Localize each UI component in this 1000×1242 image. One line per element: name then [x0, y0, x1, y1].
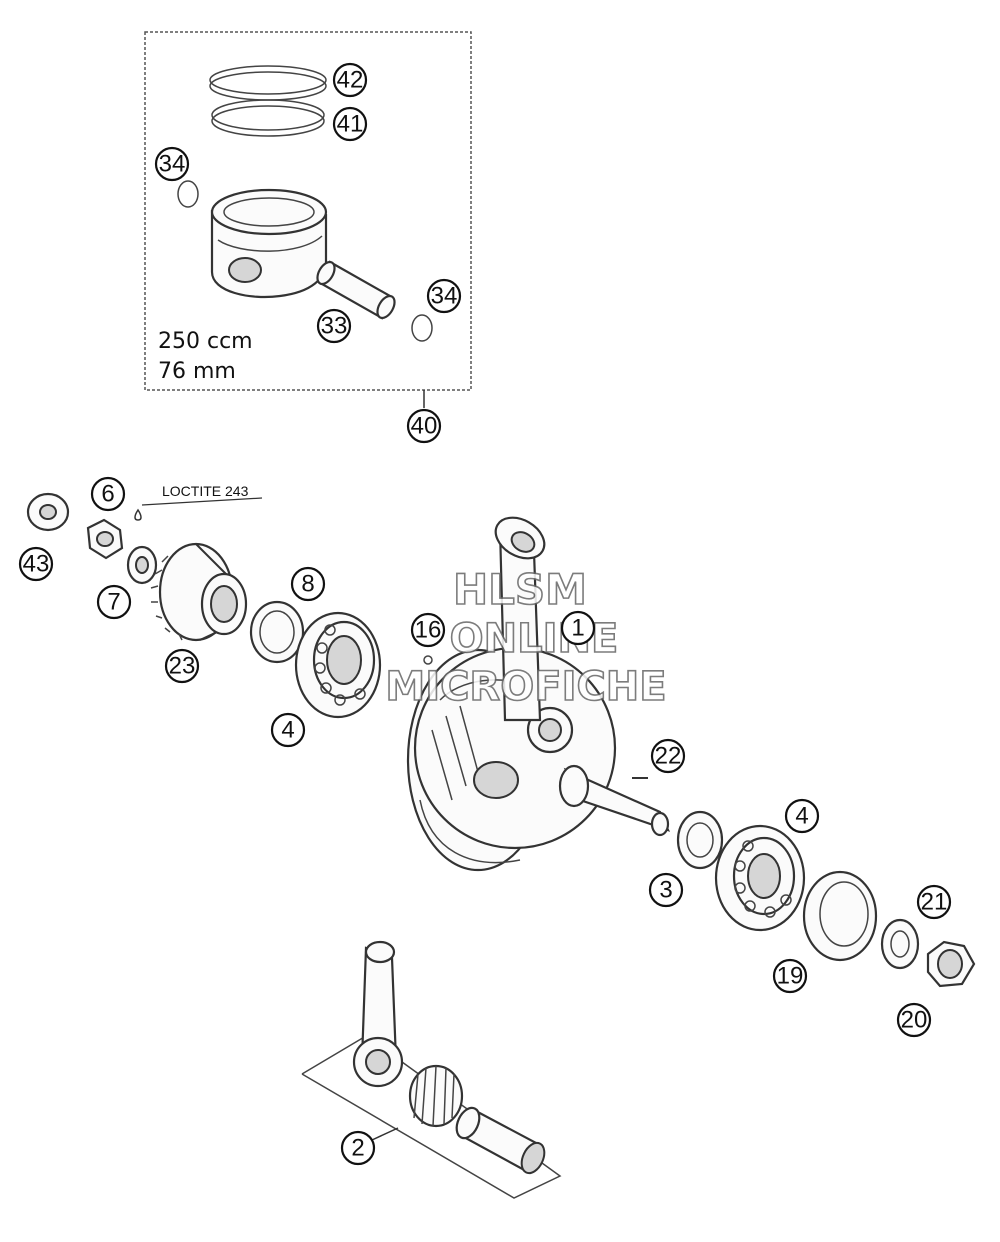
callout-42: 42 — [332, 62, 368, 98]
svg-text:21: 21 — [921, 889, 948, 916]
connecting-rod — [352, 940, 404, 1088]
svg-text:33: 33 — [321, 313, 348, 340]
callout-6: 6 — [90, 476, 126, 512]
callout-1: 1 — [560, 610, 596, 646]
lock-washer — [126, 545, 158, 585]
piston-pin — [316, 260, 396, 320]
svg-text:20: 20 — [901, 1007, 928, 1034]
callout-2: 2 — [340, 1130, 376, 1166]
piston-bore-label: 76 mm — [158, 359, 236, 384]
piston-ring-top — [209, 65, 327, 101]
needle-bearing — [408, 1064, 464, 1128]
crankshaft — [406, 516, 671, 872]
rod-kit-leader — [371, 1127, 399, 1141]
piston-ring-bottom — [211, 99, 325, 137]
svg-text:42: 42 — [337, 67, 364, 94]
crank-nut — [86, 518, 124, 560]
svg-text:23: 23 — [169, 653, 196, 680]
callout-41: 41 — [332, 106, 368, 142]
piston-pin-circlip-left — [177, 180, 199, 208]
svg-text:1: 1 — [571, 615, 584, 642]
left-assembly: LOCTITE 243 — [26, 483, 382, 719]
shaft-seal-right — [802, 870, 878, 962]
crankshaft-journal-right — [558, 764, 671, 837]
callouts: 42 41 34 34 33 40 6 43 7 8 23 4 16 1 22 … — [18, 62, 952, 1166]
washer-21 — [880, 918, 920, 970]
loctite-leader — [141, 497, 263, 506]
svg-text:3: 3 — [659, 877, 672, 904]
svg-text:8: 8 — [301, 571, 314, 598]
crank-pin — [455, 1106, 546, 1175]
main-bearing-left — [294, 611, 382, 719]
loctite-note: LOCTITE 243 — [162, 483, 249, 499]
svg-text:22: 22 — [655, 743, 682, 770]
callout-4-left: 4 — [270, 712, 306, 748]
rod-kit-bracket — [301, 1035, 562, 1199]
callout-20: 20 — [896, 1002, 932, 1038]
piston-kit-box — [144, 31, 472, 391]
svg-text:16: 16 — [415, 617, 442, 644]
callout-34-right: 34 — [426, 278, 462, 314]
right-assembly — [676, 810, 976, 988]
svg-text:19: 19 — [777, 963, 804, 990]
svg-text:4: 4 — [281, 717, 294, 744]
callout-34-top: 34 — [154, 146, 190, 182]
primary-gear — [150, 542, 248, 642]
callout-23: 23 — [164, 648, 200, 684]
svg-text:43: 43 — [23, 551, 50, 578]
alignment-pin — [423, 655, 433, 665]
callout-8: 8 — [290, 566, 326, 602]
nut-20 — [926, 940, 976, 988]
callout-33: 33 — [316, 308, 352, 344]
callout-7: 7 — [96, 584, 132, 620]
shim-washer — [676, 810, 724, 870]
callout-4-right: 4 — [784, 798, 820, 834]
loctite-drop — [134, 508, 142, 521]
main-bearing-right — [714, 824, 806, 932]
callout-22: 22 — [650, 738, 686, 774]
callout-16: 16 — [410, 612, 446, 648]
svg-text:7: 7 — [107, 589, 120, 616]
piston-kit-group: 250 ccm 76 mm — [144, 31, 472, 408]
svg-text:4: 4 — [795, 803, 808, 830]
callout-43: 43 — [18, 546, 54, 582]
watermark-line-1: HLSM — [453, 565, 587, 614]
piston-displacement-label: 250 ccm — [158, 329, 253, 354]
callout-21: 21 — [916, 884, 952, 920]
connecting-rod-installed — [494, 516, 546, 722]
callout-40: 40 — [406, 408, 442, 444]
piston-pin-circlip-right — [411, 314, 433, 342]
connecting-rod-kit — [301, 940, 562, 1199]
svg-text:34: 34 — [431, 283, 458, 310]
svg-text:41: 41 — [337, 111, 364, 138]
svg-text:2: 2 — [351, 1135, 364, 1162]
svg-text:40: 40 — [411, 413, 438, 440]
svg-text:6: 6 — [101, 481, 114, 508]
washer-43 — [26, 492, 70, 532]
callout-19: 19 — [772, 958, 808, 994]
shaft-seal-ring — [249, 600, 305, 664]
svg-text:34: 34 — [159, 151, 186, 178]
callout-3: 3 — [648, 872, 684, 908]
watermark-line-3: MICROFICHE — [385, 664, 666, 710]
piston — [210, 188, 328, 299]
